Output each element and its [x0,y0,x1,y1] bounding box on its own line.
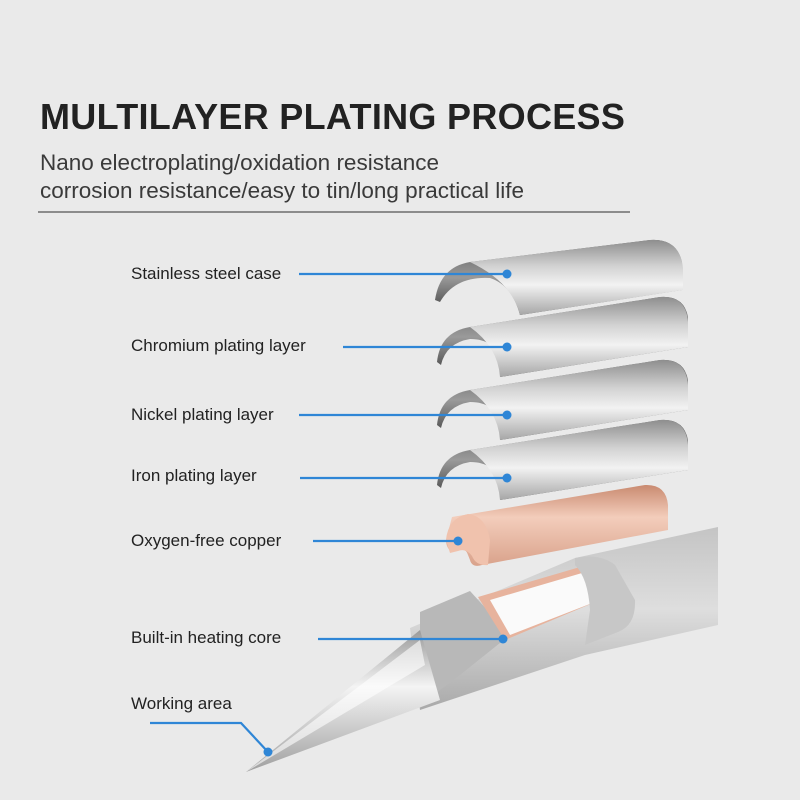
leader-stainless-steel-case [299,269,512,279]
label-stainless-steel-case: Stainless steel case [131,264,282,283]
shell-stainless-steel-case [435,239,683,315]
label-oxygen-free-copper: Oxygen-free copper [131,531,282,550]
shell-oxygen-free-copper [446,484,668,566]
shell-nickel-plating-layer [437,359,688,440]
leader-nickel-plating-layer [299,410,512,420]
subtitle-line-2: corrosion resistance/easy to tin/long pr… [40,178,524,203]
label-iron-plating-layer: Iron plating layer [131,466,257,485]
subtitle-line-1: Nano electroplating/oxidation resistance [40,150,439,175]
page-title: MULTILAYER PLATING PROCESS [40,96,626,137]
leader-built-in-heating-core [318,634,508,644]
label-chromium-plating-layer: Chromium plating layer [131,336,306,355]
leader-working-area [150,721,273,757]
label-working-area: Working area [131,694,232,713]
shell-chromium-plating-layer [437,296,688,377]
leader-oxygen-free-copper [313,536,463,546]
shell-iron-plating-layer [437,419,688,500]
label-nickel-plating-layer: Nickel plating layer [131,405,274,424]
leader-chromium-plating-layer [343,342,512,352]
soldering-tip [246,527,718,772]
leader-iron-plating-layer [300,473,512,483]
header-divider [38,211,630,213]
label-built-in-heating-core: Built-in heating core [131,628,282,647]
